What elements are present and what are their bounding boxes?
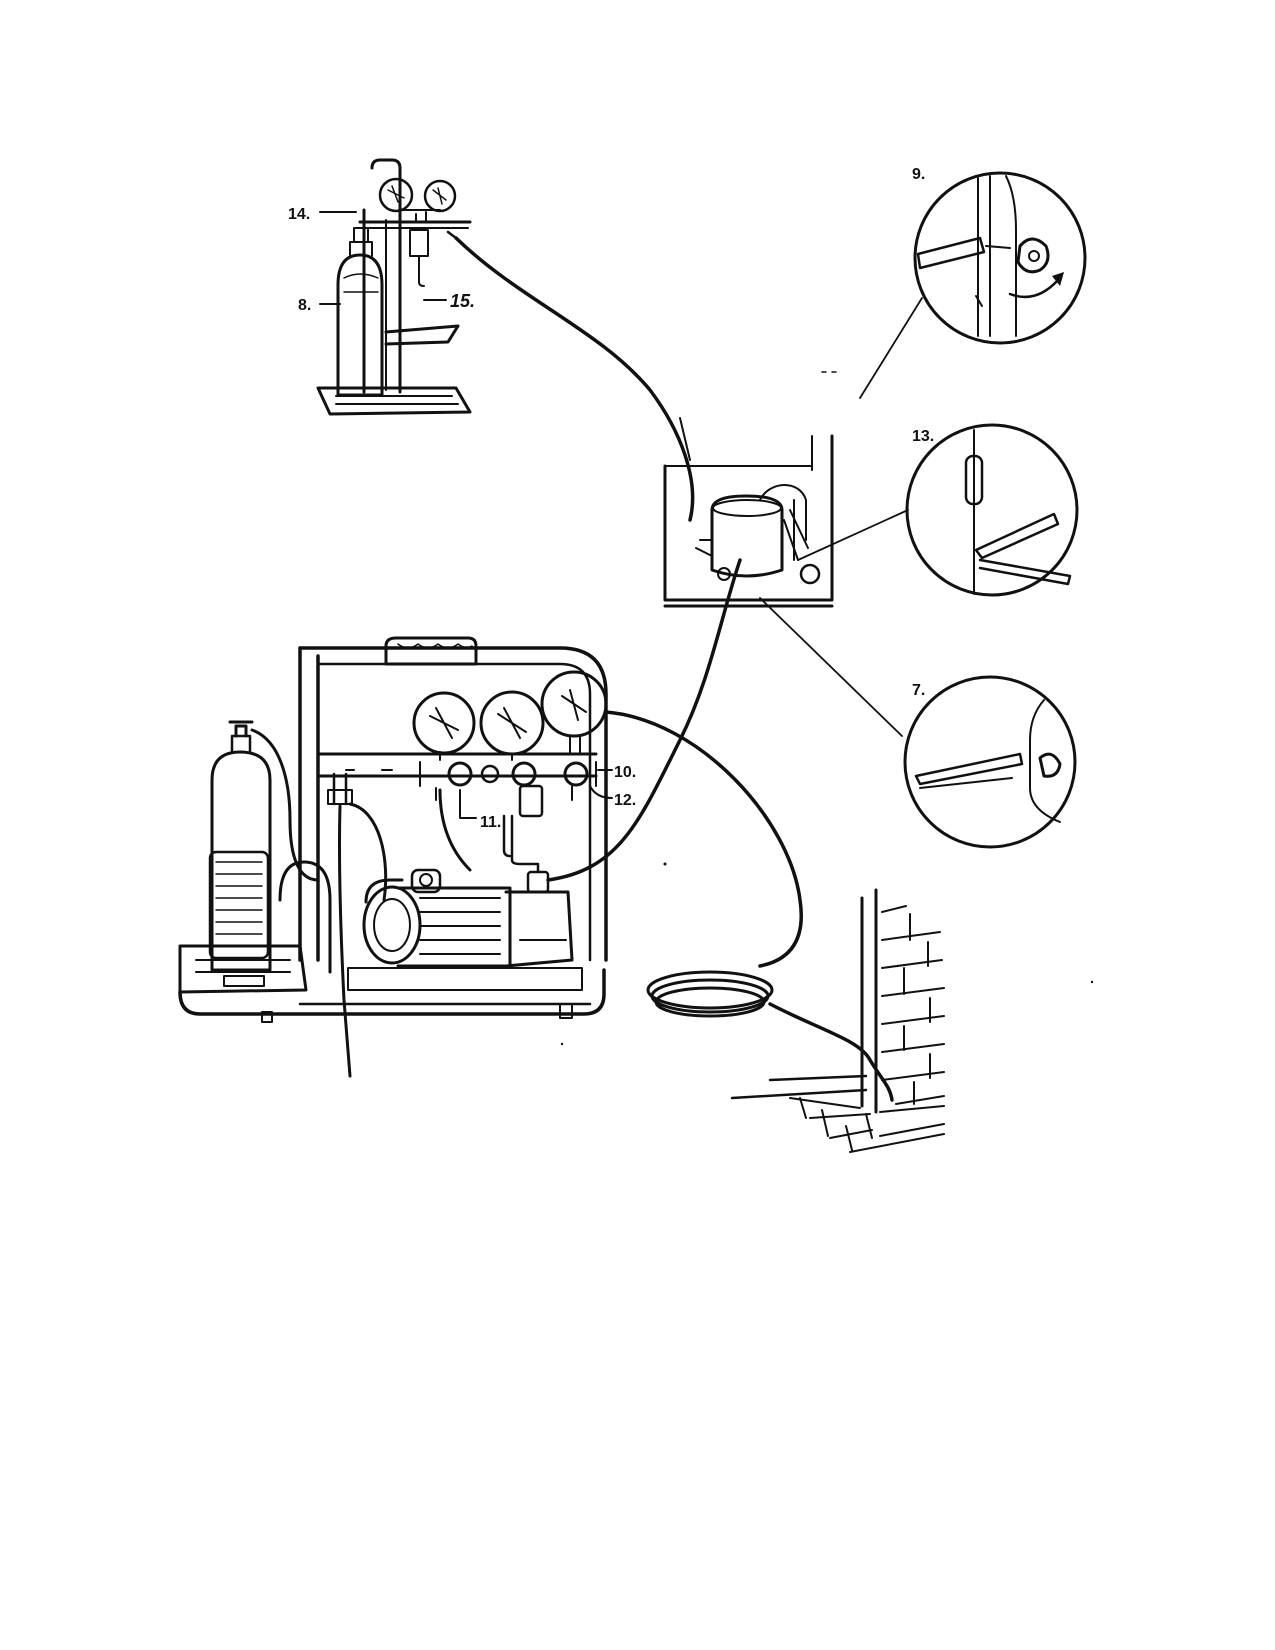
compressor-compartment xyxy=(663,417,834,608)
print-specks xyxy=(560,862,1094,1046)
nitrogen-hose xyxy=(454,236,695,522)
label-12: 12. xyxy=(614,792,636,809)
discharge-hose xyxy=(604,710,803,968)
label-8: 8. xyxy=(298,297,311,314)
hose-coil xyxy=(646,970,894,1102)
part-labels: 14. 8. 15. 9. 13. 7. 10. 12. 11. xyxy=(288,166,934,831)
label-14: 14. xyxy=(288,206,310,223)
recovery-hose-to-compressor xyxy=(546,558,742,882)
label-11: 11. xyxy=(480,814,501,831)
label-7: 7. xyxy=(912,682,925,699)
callout-9-piercing-valve xyxy=(913,171,1087,345)
recovery-station xyxy=(178,636,608,1078)
callout-leader-lines xyxy=(759,297,923,737)
callout-7-pinch-off-tool xyxy=(903,675,1077,849)
label-13: 13. xyxy=(912,428,934,445)
label-9: 9. xyxy=(912,166,925,183)
label-10: 10. xyxy=(614,764,636,781)
callout-13-pinch-off-tool xyxy=(905,423,1079,597)
brick-wall-drain xyxy=(730,888,945,1153)
label-15: 15. xyxy=(450,291,475,311)
nitrogen-cylinder-cart xyxy=(316,158,472,416)
